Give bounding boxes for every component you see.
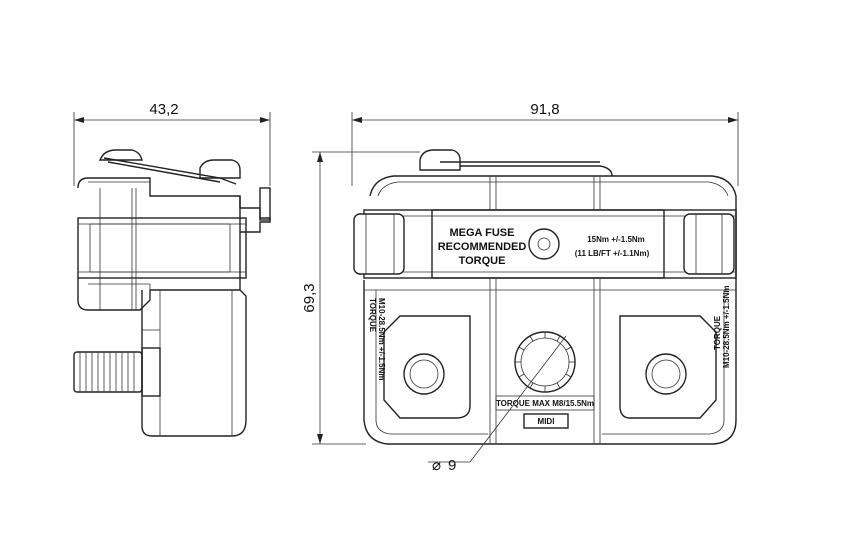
dimension-hole-diameter: ⌀ 9	[428, 335, 567, 474]
dimension-front-width: 91,8	[351, 101, 739, 186]
label-mega-fuse: MEGA FUSE	[450, 227, 515, 239]
side-view	[73, 149, 271, 437]
side-torque-left-title: TORQUE	[368, 298, 377, 333]
front-width-label: 91,8	[530, 101, 559, 118]
front-view	[353, 149, 737, 445]
height-label: 69,3	[301, 283, 318, 312]
hole-diameter-label: 9	[448, 457, 456, 474]
side-torque-right-value: M10-28.5Nm +/-1.5Nm	[722, 286, 731, 368]
label-bottom-torque: TORQUE MAX M8/15.5Nm	[496, 399, 594, 408]
side-torque-left-value: M10-28.5Nm +/-1.5Nm	[377, 298, 386, 380]
label-torque: TORQUE	[459, 255, 506, 267]
dimension-side-width: 43,2	[73, 101, 271, 186]
side-torque-right-title: TORQUE	[713, 315, 722, 350]
label-torque-lbft: (11 LB/FT +/-1.1Nm)	[575, 249, 650, 258]
label-recommended: RECOMMENDED	[438, 241, 527, 253]
dimension-height: 69,3	[301, 151, 420, 445]
brand-logo-text: MIDI	[538, 417, 555, 426]
front-labels: MEGA FUSE RECOMMENDED TORQUE 15Nm +/-1.5…	[368, 227, 731, 426]
brand-logo	[523, 413, 569, 429]
diameter-symbol: ⌀	[432, 457, 441, 474]
side-width-label: 43,2	[149, 101, 178, 118]
label-torque-nm: 15Nm +/-1.5Nm	[587, 235, 645, 244]
